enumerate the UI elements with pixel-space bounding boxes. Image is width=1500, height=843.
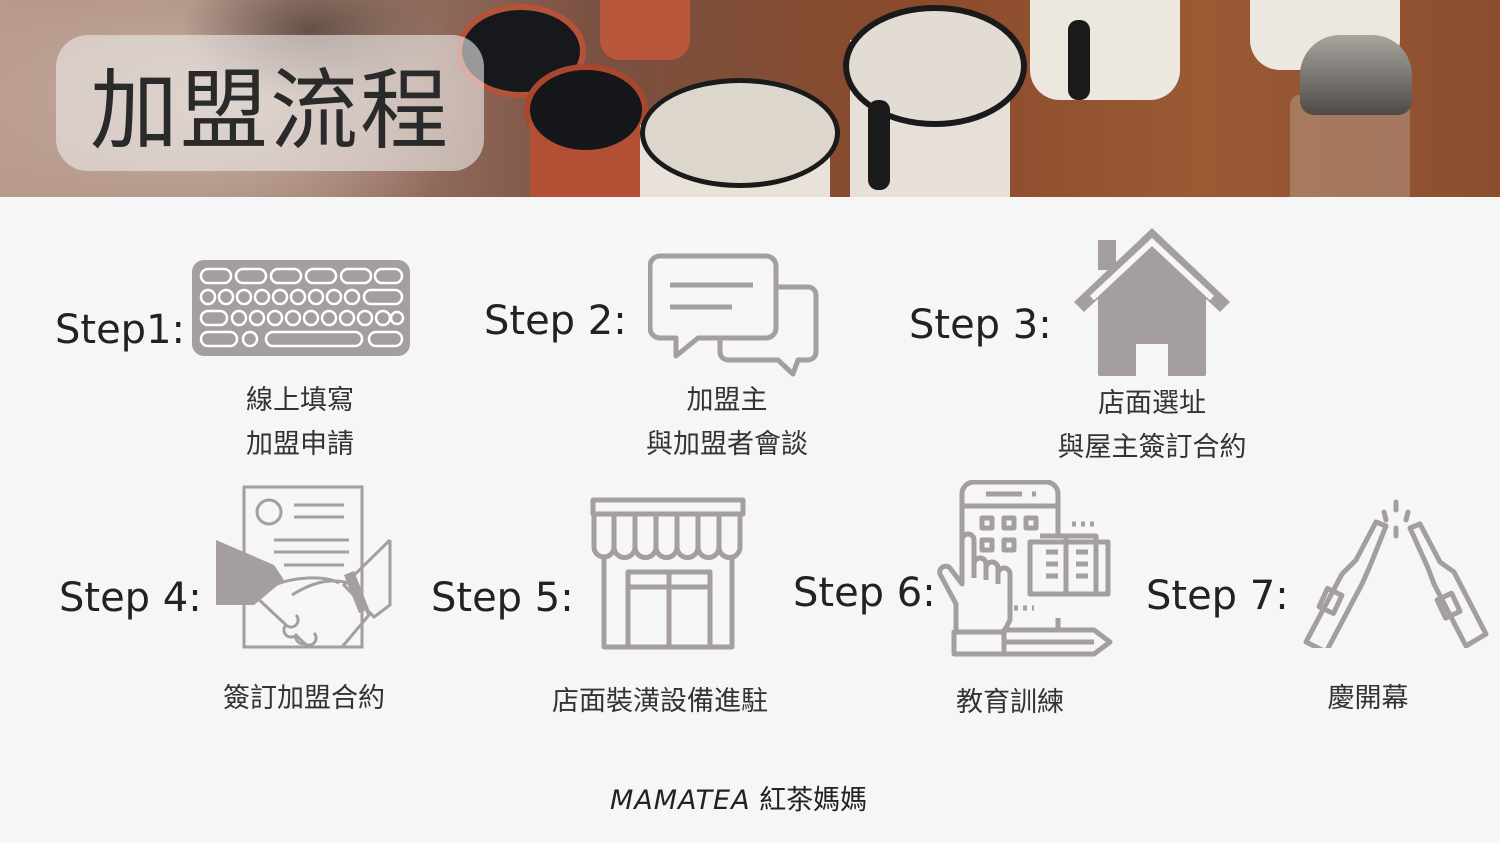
footer-brand: MAMATEA 紅茶媽媽 xyxy=(610,778,867,817)
handshake-contract-icon xyxy=(216,485,392,649)
chat-bubbles-icon xyxy=(648,253,819,377)
step-7-description: 慶開幕 xyxy=(1327,683,1409,714)
step-5-label: Step 5: xyxy=(431,575,574,621)
page-title-box: 加盟流程 xyxy=(56,35,484,171)
house-icon xyxy=(1074,228,1230,376)
bottles-cheers-icon xyxy=(1303,499,1489,648)
mobile-learning-icon xyxy=(937,480,1113,657)
step-1-description: 線上填寫 加盟申請 xyxy=(246,385,354,460)
step-1-label: Step1: xyxy=(55,307,185,353)
brand-name-en: MAMATEA xyxy=(610,785,751,816)
brand-name-zh: 紅茶媽媽 xyxy=(759,785,868,816)
header-banner-photo: 加盟流程 xyxy=(0,0,1500,197)
step-4-description: 簽訂加盟合約 xyxy=(223,683,385,714)
step-6-description: 教育訓練 xyxy=(956,687,1064,718)
keyboard-icon xyxy=(192,260,410,356)
step-3-label: Step 3: xyxy=(909,302,1052,348)
storefront-icon xyxy=(590,497,746,650)
step-4-label: Step 4: xyxy=(59,575,202,621)
step-2-label: Step 2: xyxy=(484,298,627,344)
step-6-label: Step 6: xyxy=(793,570,936,616)
step-5-description: 店面裝潢設備進駐 xyxy=(552,686,768,717)
step-7-label: Step 7: xyxy=(1146,573,1289,619)
step-3-description: 店面選址 與屋主簽訂合約 xyxy=(1057,388,1247,463)
page-title: 加盟流程 xyxy=(89,58,450,162)
step-2-description: 加盟主 與加盟者會談 xyxy=(646,385,808,460)
